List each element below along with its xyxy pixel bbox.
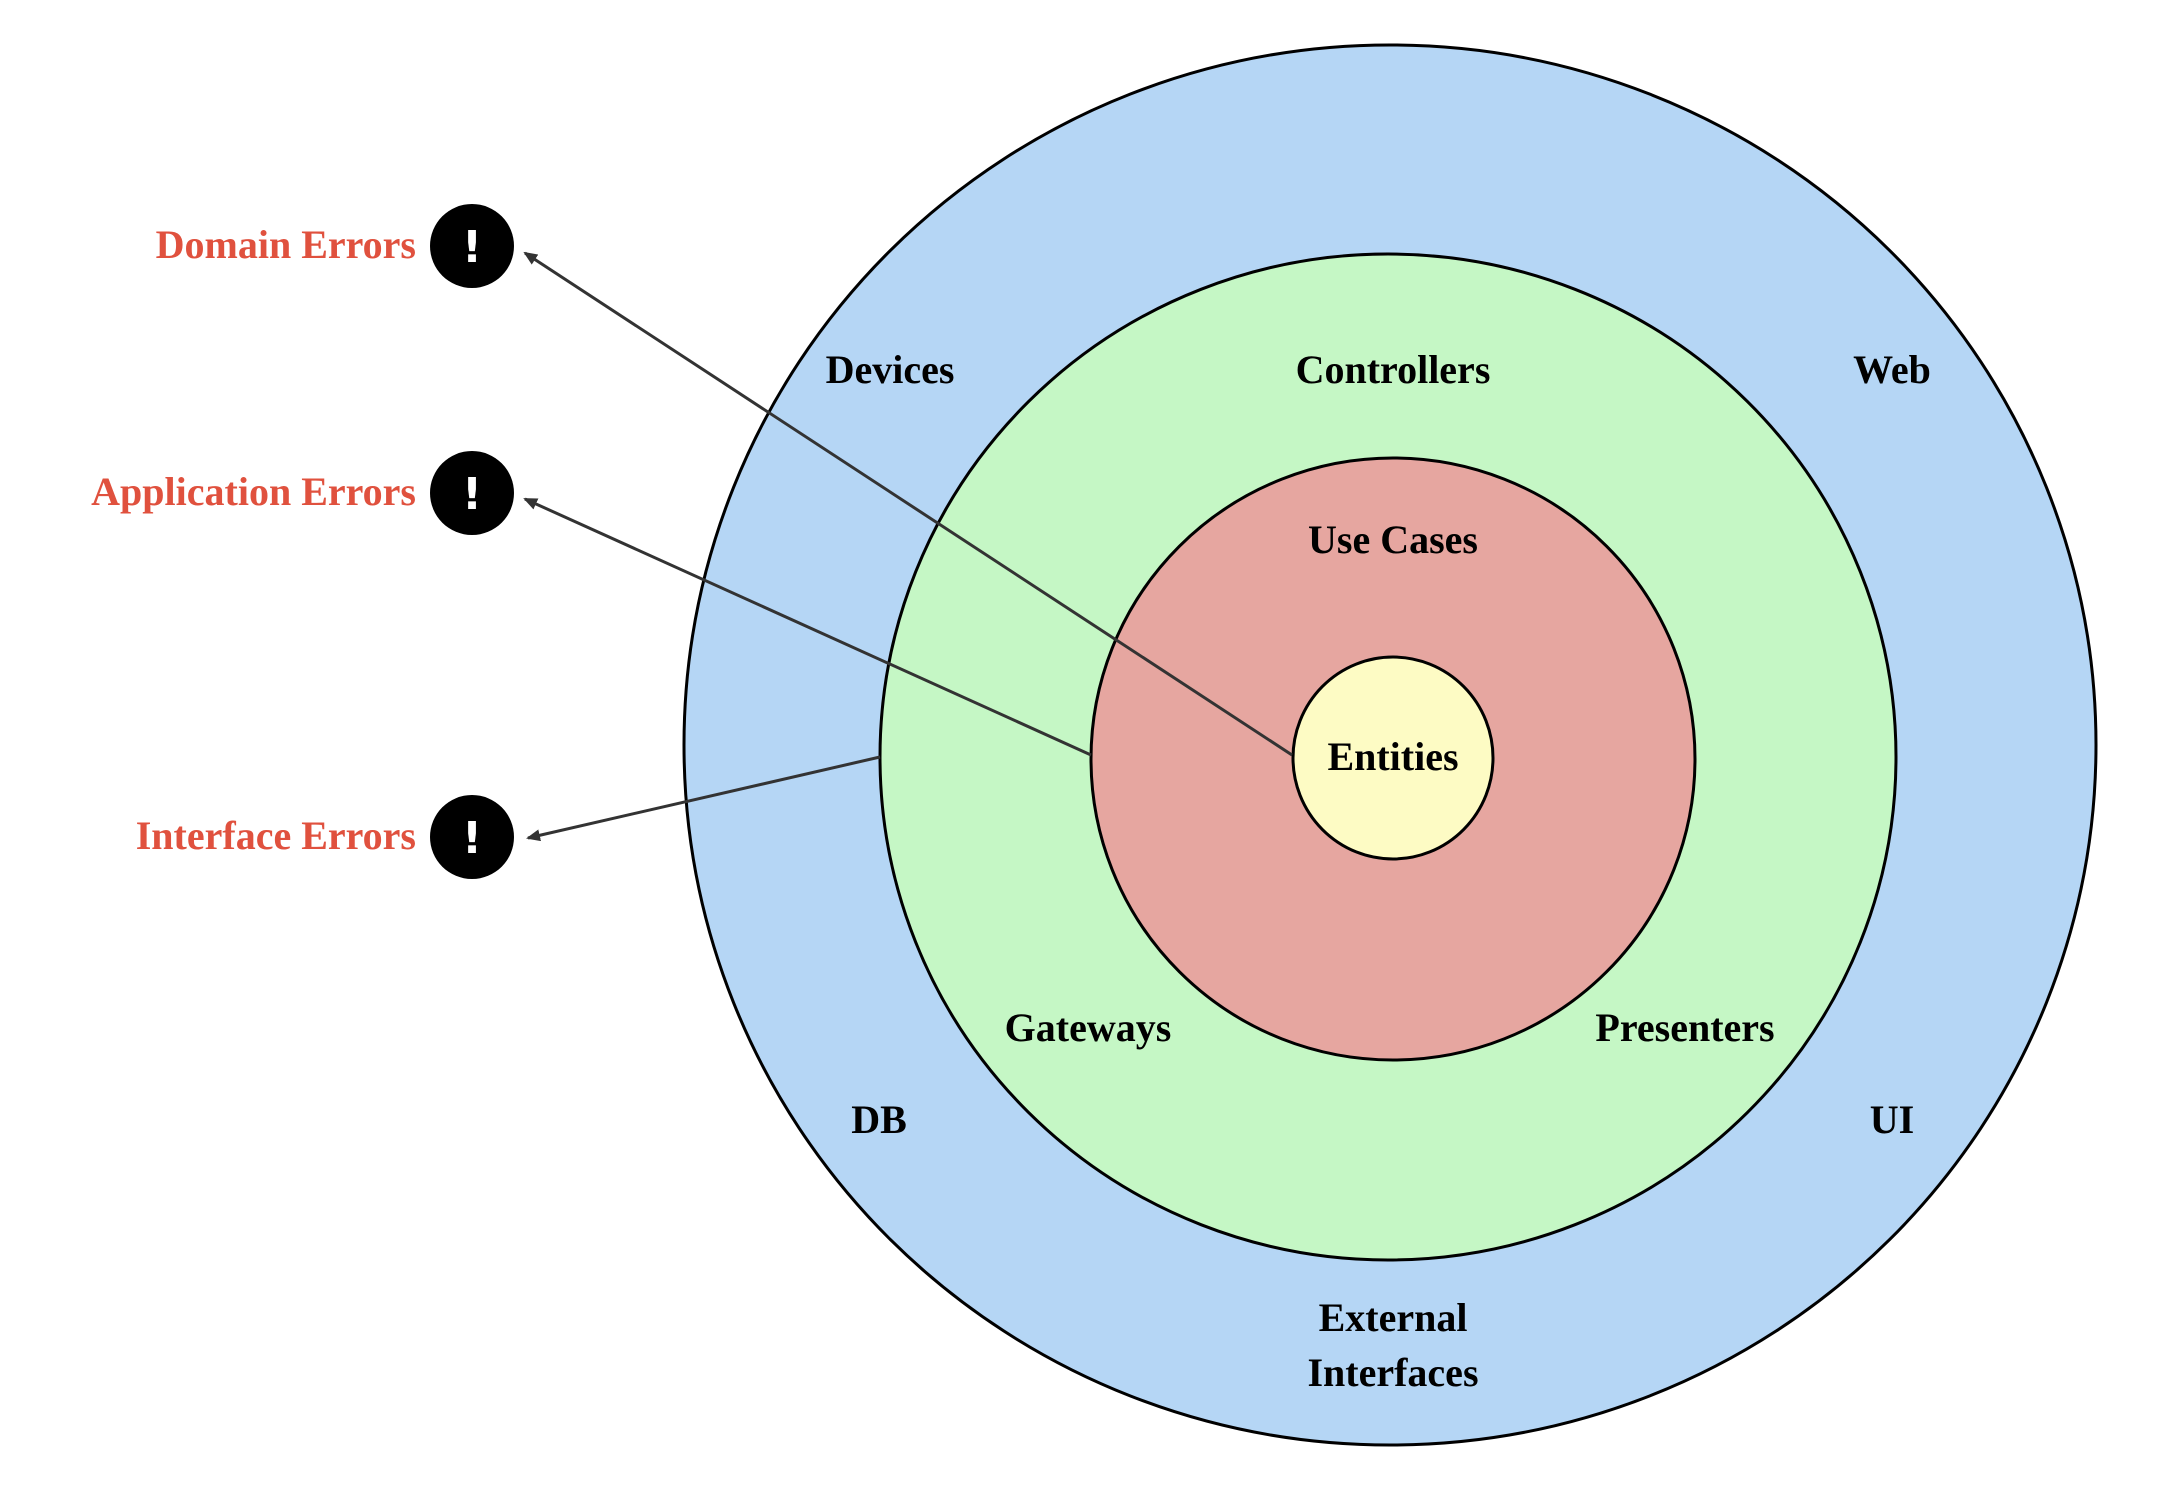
exclamation-mark: !: [462, 222, 482, 273]
exclamation-mark: !: [462, 469, 482, 520]
controllers-label: Controllers: [1296, 347, 1491, 392]
domain-error-arrow: [523, 251, 1293, 757]
presenters-label: Presenters: [1595, 1005, 1774, 1050]
db-label: DB: [851, 1097, 907, 1142]
entities-label: Entities: [1327, 734, 1458, 779]
ui-label: UI: [1870, 1097, 1914, 1142]
external-interfaces-label-line1: External: [1319, 1295, 1468, 1340]
application-error-arrow: [523, 497, 1092, 757]
exclamation-mark: !: [462, 813, 482, 864]
devices-label: Devices: [826, 347, 955, 392]
domain-errors-label: Domain Errors: [156, 222, 416, 267]
entities-core: [1291, 655, 1495, 861]
interface-error-arrow: [526, 755, 881, 842]
application-errors-icon: !: [430, 451, 514, 535]
use-cases-label: Use Cases: [1308, 517, 1478, 562]
gateways-label: Gateways: [1005, 1005, 1172, 1050]
external-interfaces-label-line2: Interfaces: [1307, 1350, 1478, 1395]
domain-errors-icon: !: [430, 204, 514, 288]
application-errors-label: Application Errors: [91, 469, 416, 514]
interface-errors-label: Interface Errors: [136, 813, 416, 858]
web-label: Web: [1853, 347, 1931, 392]
interface-errors-icon: !: [430, 795, 514, 879]
